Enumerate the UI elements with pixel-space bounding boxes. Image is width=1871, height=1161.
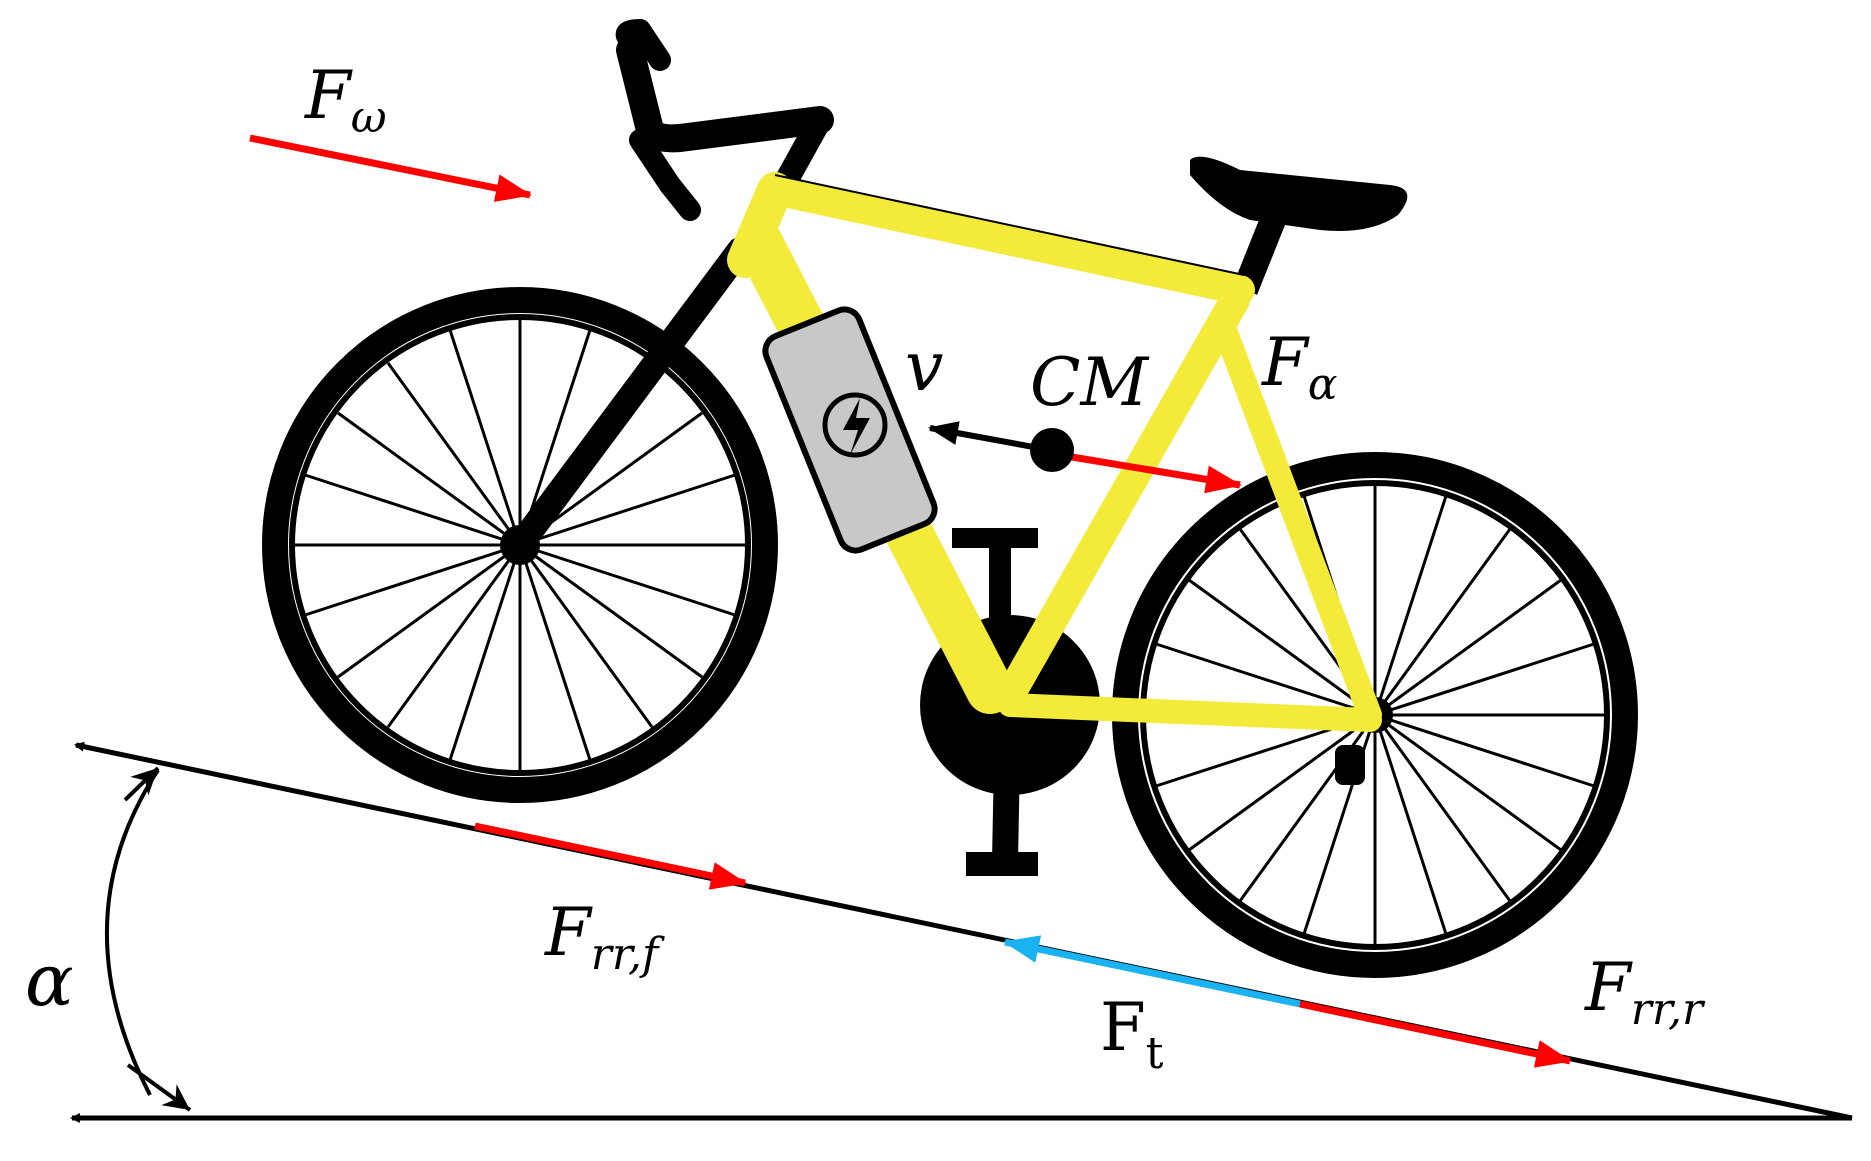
rolling-resistance-front-arrow	[474, 822, 747, 890]
traction-force-arrow	[1003, 935, 1301, 1008]
rolling-resistance-rear-arrow	[1299, 1000, 1572, 1068]
wind-force-arrow	[249, 134, 532, 202]
angle-arc-head-top	[123, 766, 160, 802]
lightning-bolt-icon	[822, 392, 888, 458]
aero-force-arrow	[1059, 451, 1242, 494]
label-rolling-resistance-rear: Frr,r	[1584, 949, 1706, 1035]
inclined-road-line	[74, 741, 1853, 1121]
label-incline-angle: α	[25, 938, 74, 1022]
bike-frame-outline	[774, 174, 1245, 276]
label-aero-force: Fα	[1261, 324, 1338, 410]
label-center-of-mass: CM	[1030, 344, 1149, 421]
angle-arc	[104, 768, 160, 1096]
front-wheel	[262, 287, 778, 803]
center-of-mass-point	[1030, 428, 1074, 472]
label-rolling-resistance-front: Frr,f	[544, 894, 665, 980]
label-wind-force: Fω	[304, 57, 387, 143]
label-traction-force: Ft	[1100, 989, 1164, 1079]
front-fork	[507, 237, 753, 558]
saddle	[1190, 156, 1408, 295]
angle-arc-head-bottom	[126, 1063, 192, 1112]
rear-derailleur	[1335, 745, 1365, 785]
velocity-arrow	[928, 421, 1051, 453]
label-velocity: v	[905, 328, 943, 407]
